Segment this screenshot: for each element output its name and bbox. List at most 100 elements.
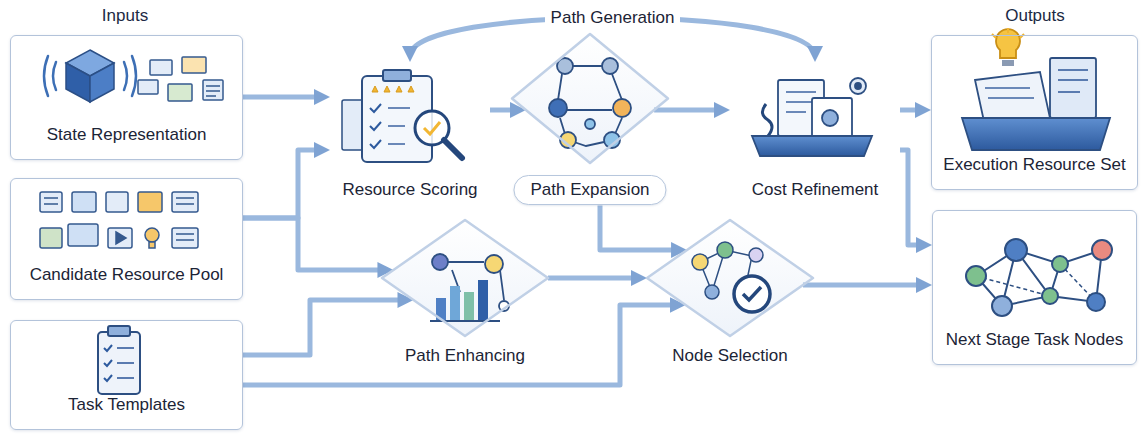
input-box: Candidate Resource Pool: [10, 178, 243, 300]
network-icon: [992, 296, 1012, 316]
network-icon: [1042, 288, 1058, 304]
refinement-icon: [762, 104, 772, 136]
process-icon-node: Resource Scoring: [330, 62, 490, 202]
resource-icons: [40, 228, 62, 248]
resource-icons: [106, 192, 128, 212]
path-graph-icon: [613, 99, 631, 117]
refinement-icon: [752, 136, 872, 156]
path-graph-icon: [602, 58, 618, 74]
node-label: Path Enhancing: [405, 346, 525, 366]
screen-icons: [138, 80, 158, 94]
selection-icon: [692, 242, 770, 312]
process-diamond: Path Enhancing: [380, 218, 550, 338]
path-graph-icon: [585, 119, 595, 129]
cube-icon: [44, 56, 56, 96]
path-graph-icon: [549, 58, 631, 148]
refinement-icon: [822, 110, 838, 126]
node-label: Task Templates: [68, 395, 185, 415]
network-icon: [1092, 240, 1112, 260]
execution-icon: [1050, 58, 1096, 118]
flow-arrow: [490, 108, 520, 113]
scoring-icon: [370, 104, 381, 148]
screen-icons: [182, 57, 206, 73]
selection-icon: [692, 254, 708, 270]
diamond-outline: [645, 218, 815, 338]
execution-icon: [1002, 60, 1014, 66]
node-label: Path Expansion: [513, 175, 666, 205]
resource-icons: [149, 242, 155, 248]
flow-arrow: [243, 300, 407, 355]
screen-icons: [206, 86, 220, 96]
resource-icons: [40, 192, 198, 248]
resource-icons: [145, 228, 159, 242]
execution-icon: [962, 28, 1110, 150]
screen-icons: [203, 80, 223, 100]
diamond-fills: [512, 34, 668, 163]
process-diamond: Node Selection: [645, 218, 815, 338]
diamond-fills: [382, 220, 548, 336]
cube-icon: [124, 56, 136, 96]
diamond-outline: [380, 218, 550, 338]
diamond-fills: [647, 220, 813, 336]
enhancing-icon: [430, 254, 509, 321]
scoring-icon: [372, 86, 414, 92]
section-heading: Outputs: [1005, 6, 1065, 26]
enhancing-icon: [450, 286, 460, 320]
cube-icon: [66, 63, 90, 102]
enhancing-icon: [485, 255, 503, 273]
flow-arrow: [900, 108, 925, 113]
node-label: Next Stage Task Nodes: [946, 330, 1123, 350]
output-box: Next Stage Task Nodes: [932, 210, 1137, 365]
input-box: State Representation: [10, 35, 243, 160]
input-box: Task Templates: [10, 320, 243, 430]
output-box: Execution Resource Set: [931, 35, 1138, 190]
cube-icon: [90, 63, 114, 102]
resource-icons: [172, 228, 198, 248]
scoring-icon: [388, 108, 410, 144]
screen-icons: [138, 57, 223, 101]
network-icon: [966, 239, 1112, 316]
resource-icons: [44, 198, 194, 240]
section-heading: Inputs: [102, 6, 148, 26]
network-icon: [1052, 256, 1068, 272]
screen-icons: [150, 60, 172, 75]
node-label: Node Selection: [672, 346, 787, 366]
diamond-outline: [510, 32, 670, 165]
clipboard-icon: [98, 332, 140, 394]
flow-arrow: [654, 108, 724, 113]
resource-icons: [108, 228, 132, 248]
selection-icon: [743, 287, 761, 300]
enhancing-icon: [478, 280, 488, 320]
edge-label: Path Generation: [545, 8, 681, 28]
path-graph-icon: [549, 99, 567, 117]
node-label: Resource Scoring: [342, 180, 477, 200]
execution-icon: [985, 88, 1034, 98]
scoring-icon: [342, 70, 462, 162]
refinement-icon: [855, 83, 861, 89]
flow-arrow: [600, 205, 681, 250]
network-icon: [1087, 293, 1105, 311]
screen-icons: [168, 84, 192, 101]
execution-icon: [1058, 70, 1088, 92]
scoring-icon: [424, 122, 440, 134]
clipboard-icon: [108, 326, 130, 336]
clipboard-icon: [117, 348, 134, 378]
selection-icon: [705, 285, 719, 299]
clipboard-icon: [98, 326, 140, 394]
process-icon-node: Cost Refinement: [730, 62, 900, 202]
process-diamond: Path Expansion: [510, 32, 670, 165]
network-icon: [966, 266, 986, 286]
flow-arrow: [803, 283, 926, 288]
node-label: Cost Refinement: [752, 180, 879, 200]
diamond-outline: [647, 220, 813, 336]
flow-arrow: [243, 305, 680, 385]
diamond-outline: [382, 220, 548, 336]
execution-icon: [962, 118, 1110, 150]
node-label: Candidate Resource Pool: [30, 265, 224, 285]
flow-arrow: [243, 95, 324, 100]
refinement-icon: [752, 78, 872, 156]
resource-icons: [72, 192, 96, 212]
clipboard-icon: [104, 345, 112, 381]
execution-icon: [992, 28, 1024, 38]
